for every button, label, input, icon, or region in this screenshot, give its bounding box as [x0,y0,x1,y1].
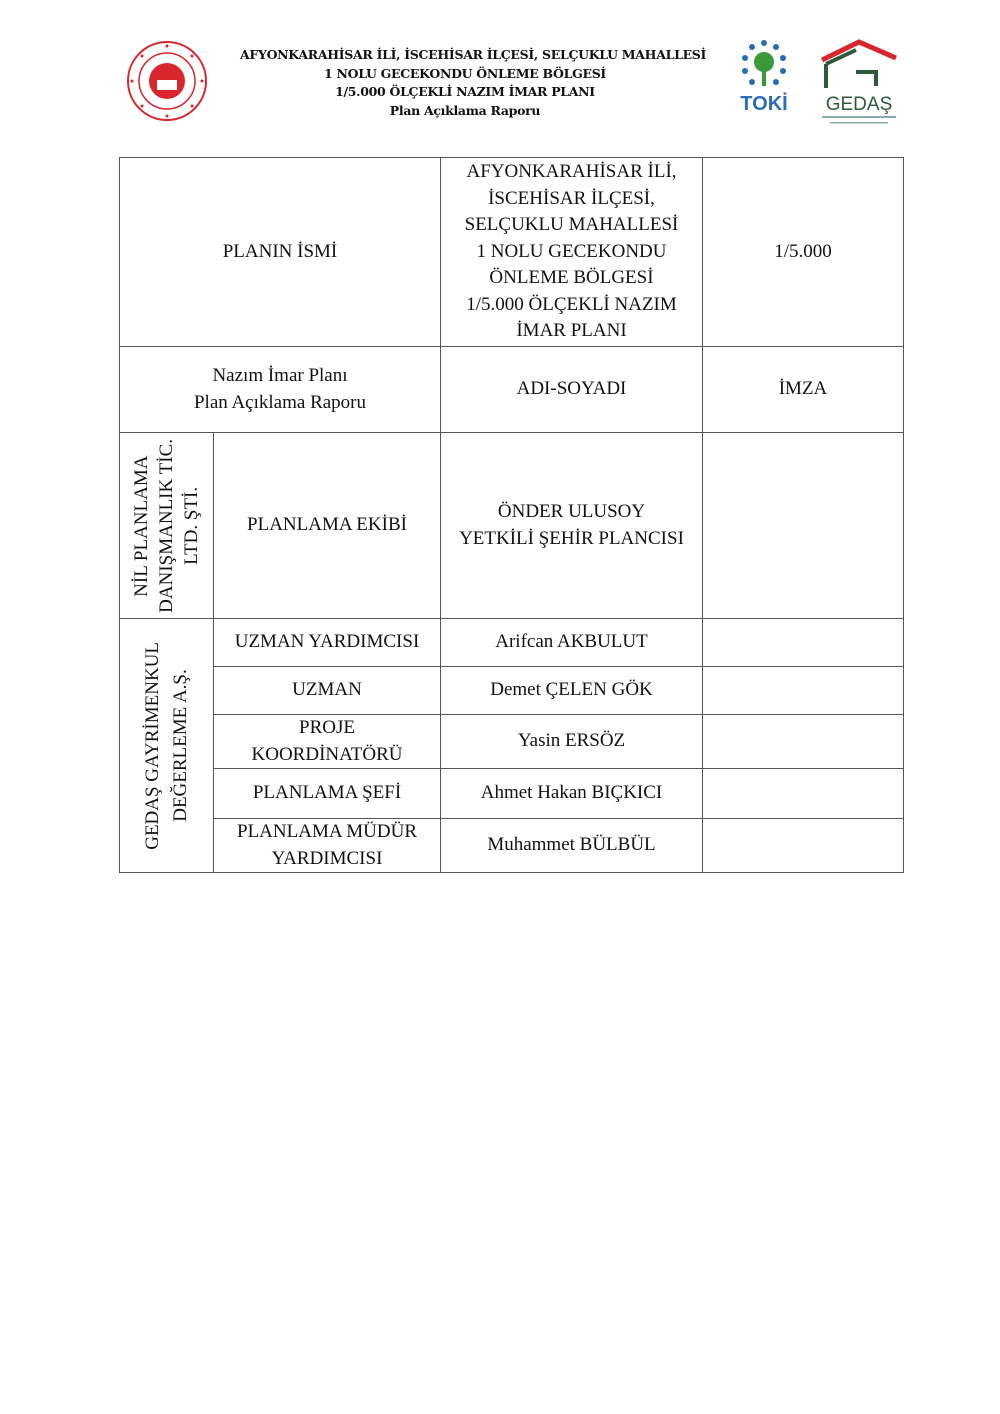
report-title: Nazım İmar Planı Plan Açıklama Raporu [119,346,441,433]
header-line: 1 NOLU GECEKONDU ÖNLEME BÖLGESİ [324,65,606,81]
role-cell: PLANLAMA MÜDÜR YARDIMCISI [213,818,441,873]
team-leader: ÖNDER ULUSOY YETKİLİ ŞEHİR PLANCISI [440,432,703,619]
text-line: YARDIMCISI [271,847,383,869]
text-line: GEDAŞ GAYRİMENKUL [141,641,163,850]
column-header-name: ADI-SOYADI [440,346,703,433]
svg-text:GEDAŞ: GEDAŞ [826,94,893,115]
text-line: 1/5.000 ÖLÇEKLİ NAZIM [466,293,677,315]
team-label: PLANLAMA EKİBİ [213,432,441,619]
name-cell: Demet ÇELEN GÖK [440,666,703,715]
gedas-logo: GEDAŞ [820,39,897,124]
text-line: İMAR PLANI [516,320,627,342]
name-cell: Yasin ERSÖZ [440,714,703,769]
role-cell: UZMAN YARDIMCISI [213,618,441,667]
text-line: Nazım İmar Planı [212,365,348,386]
toki-logo: TOKİ [740,40,788,115]
text-line: 1 NOLU GECEKONDU [476,240,667,262]
signature-cell [702,818,904,873]
text-line: KOORDİNATÖRÜ [251,743,403,765]
text-line: Plan Açıklama Raporu [193,391,367,413]
role-cell: PROJE KOORDİNATÖRÜ [213,714,441,769]
company-gedas: GEDAŞ GAYRİMENKUL DEĞERLEME A.Ş. [119,618,214,873]
plan-name-value: AFYONKARAHİSAR İLİ, İSCEHİSAR İLÇESİ, SE… [440,157,703,347]
signature-cell [702,618,904,667]
role-cell: PLANLAMA ŞEFİ [213,768,441,819]
text-line: ÖNDER ULUSOY [497,501,646,522]
name-cell: Muhammet BÜLBÜL [440,818,703,873]
plan-name-label: PLANIN İSMİ [119,157,441,347]
text-line: PLANLAMA MÜDÜR [237,821,417,842]
text-line: NİL PLANLAMA [131,454,152,597]
text-line: PROJE [299,717,355,738]
text-line: AFYONKARAHİSAR İLİ, [466,161,677,183]
role-cell: UZMAN [213,666,441,715]
header-line: Plan Açıklama Raporu [389,102,541,118]
plan-scale: 1/5.000 [702,157,904,347]
plan-signature-table: PLANIN İSMİ AFYONKARAHİSAR İLİ, İSCEHİSA… [119,157,904,873]
text-line: DEĞERLEME A.Ş. [169,669,191,822]
text-line: ÖNLEME BÖLGESİ [489,267,654,289]
signature-cell [702,768,904,819]
document-header: AFYONKARAHİSAR İLİ, İSCEHİSAR İLÇESİ, SE… [240,46,707,120]
signature-cell [702,714,904,769]
text-line: İSCEHİSAR İLÇESİ, [488,187,655,209]
signature-cell [702,666,904,715]
column-header-signature: İMZA [702,346,904,433]
company-nil-planlama: NİL PLANLAMA DANIŞMANLIK TİC. LTD. ŞTİ. [119,432,214,619]
header-line: AFYONKARAHİSAR İLİ, İSCEHİSAR İLÇESİ, SE… [240,47,707,62]
svg-text:TOKİ: TOKİ [740,92,787,115]
text-line: DANIŞMANLIK TİC. [156,438,177,613]
name-cell: Ahmet Hakan BIÇKICI [440,768,703,819]
ministry-seal-logo [127,41,207,121]
header-line: 1/5.000 ÖLÇEKLİ NAZIM İMAR PLANI [335,84,595,99]
name-cell: Arifcan AKBULUT [440,618,703,667]
text-line: LTD. ŞTİ. [181,486,202,565]
text-line: YETKİLİ ŞEHİR PLANCISI [459,527,684,549]
text-line: SELÇUKLU MAHALLESİ [464,214,679,236]
signature-cell [702,432,904,619]
